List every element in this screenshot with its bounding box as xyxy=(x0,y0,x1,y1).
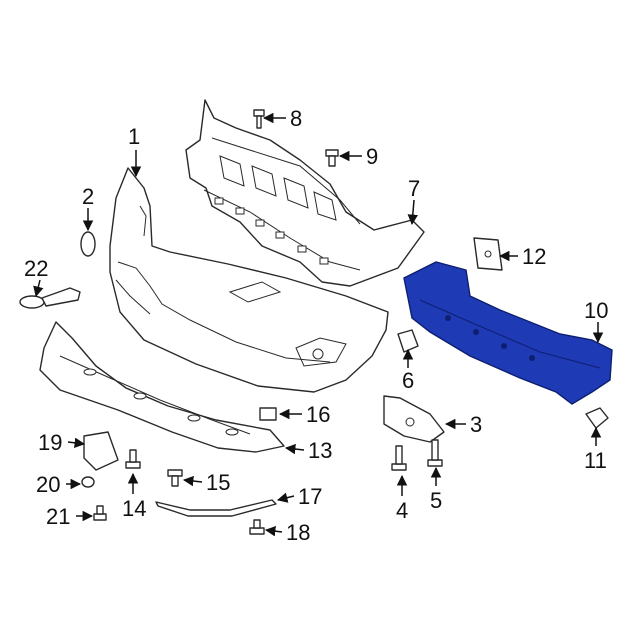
tow-hook-part xyxy=(19,287,81,309)
plug-part-11 xyxy=(585,407,609,429)
callout-15: 15 xyxy=(206,470,230,495)
callout-4: 4 xyxy=(396,498,408,523)
side-bracket-part xyxy=(383,395,445,443)
leader-lines xyxy=(33,112,604,537)
callout-1: 1 xyxy=(128,124,140,149)
reinforcement-bar-part xyxy=(403,261,613,405)
bumper-cover-part xyxy=(109,167,389,393)
clip-part-6 xyxy=(397,329,419,353)
lower-valance-part xyxy=(39,321,285,453)
callout-11: 11 xyxy=(584,448,607,473)
fastener-parts xyxy=(81,109,443,535)
callout-9: 9 xyxy=(366,144,378,169)
callout-3: 3 xyxy=(470,412,482,437)
molding-strip-part xyxy=(155,499,277,517)
bracket-hole xyxy=(484,250,492,258)
callout-16: 16 xyxy=(306,402,330,427)
callout-12: 12 xyxy=(522,244,546,269)
callout-10: 10 xyxy=(584,298,608,323)
callout-labels: 1 2 22 8 9 7 12 10 6 11 3 4 5 16 13 15 1… xyxy=(24,106,608,545)
side-bracket-hole xyxy=(405,417,415,427)
callout-2: 2 xyxy=(82,184,94,209)
callout-6: 6 xyxy=(402,368,414,393)
callout-13: 13 xyxy=(308,438,332,463)
callout-21: 21 xyxy=(46,504,70,529)
absorber-part xyxy=(185,99,425,287)
callout-20: 20 xyxy=(36,472,60,497)
callout-19: 19 xyxy=(38,430,62,455)
callout-17: 17 xyxy=(298,484,322,509)
callout-18: 18 xyxy=(286,520,310,545)
callout-14: 14 xyxy=(122,496,146,521)
callout-22: 22 xyxy=(24,256,48,281)
bracket-part-19 xyxy=(83,431,119,471)
callout-7: 7 xyxy=(408,176,420,201)
cap-part-2 xyxy=(80,231,96,257)
callout-5: 5 xyxy=(430,488,442,513)
callout-8: 8 xyxy=(290,106,302,131)
